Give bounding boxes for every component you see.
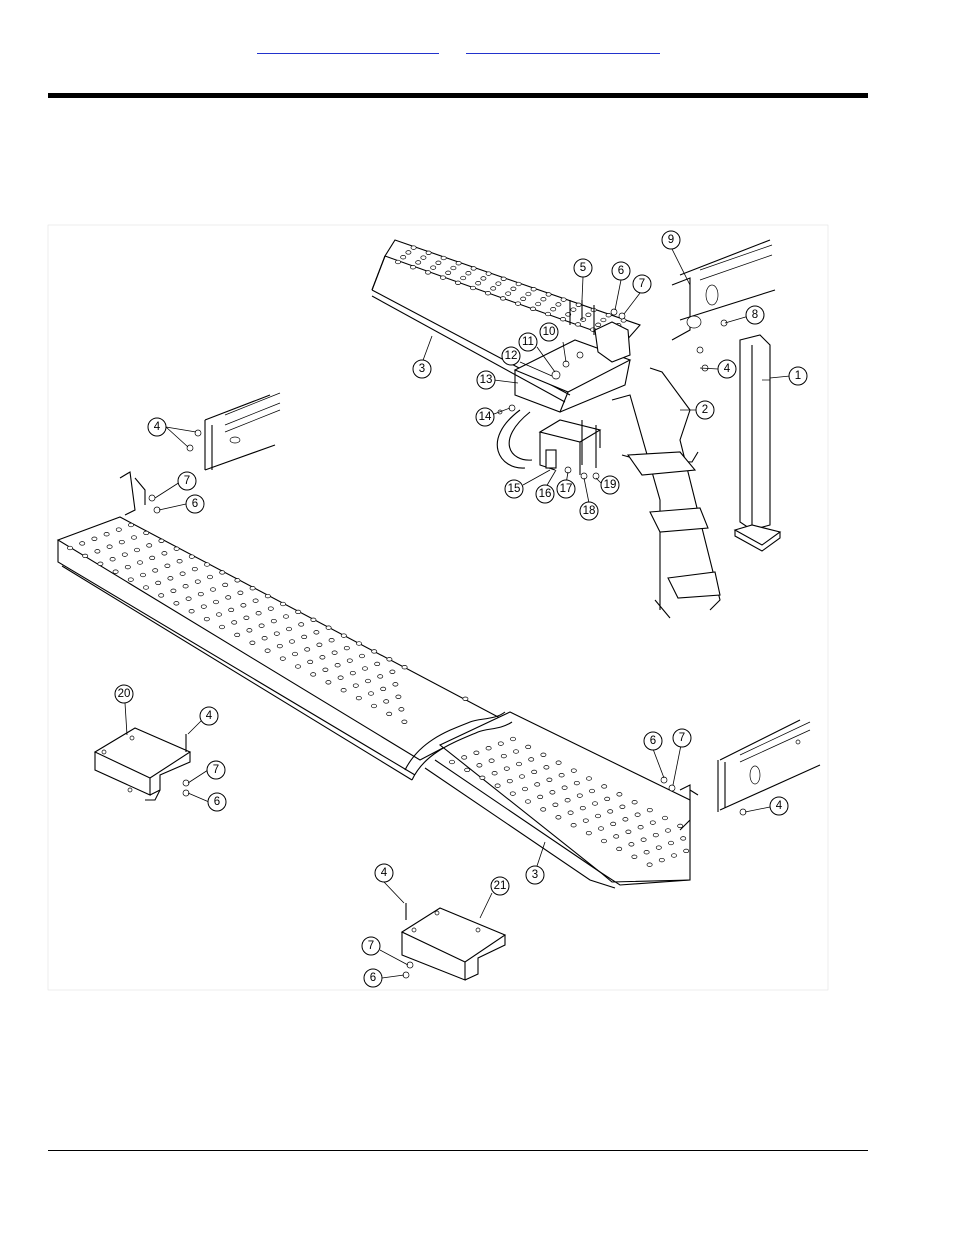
callout-4d: 4 — [770, 797, 788, 815]
svg-text:17: 17 — [560, 483, 573, 495]
svg-text:7: 7 — [639, 278, 645, 290]
svg-text:2: 2 — [702, 404, 708, 416]
svg-text:6: 6 — [650, 735, 656, 747]
svg-text:7: 7 — [184, 475, 190, 487]
callout-15: 15 — [505, 480, 523, 498]
svg-text:4: 4 — [724, 363, 731, 375]
callout-6b: 6 — [186, 495, 204, 513]
lower-step-platform — [58, 517, 690, 888]
svg-text:18: 18 — [583, 505, 596, 517]
svg-text:7: 7 — [368, 940, 374, 952]
bracket-20 — [95, 728, 190, 800]
callout-7a: 7 — [633, 275, 651, 293]
callout-14: 14 — [476, 408, 494, 426]
svg-text:15: 15 — [508, 483, 521, 495]
upper-step-platform — [372, 240, 640, 402]
callout-6d: 6 — [644, 732, 662, 750]
svg-text:4: 4 — [206, 710, 213, 722]
callout-16: 16 — [536, 485, 554, 503]
callout-20: 20 — [115, 685, 133, 703]
callout-17: 17 — [557, 480, 575, 498]
callout-18: 18 — [580, 502, 598, 520]
svg-text:20: 20 — [118, 688, 131, 700]
svg-text:8: 8 — [752, 309, 758, 321]
callout-21: 21 — [491, 877, 509, 895]
callout-4b: 4 — [148, 418, 166, 436]
svg-text:6: 6 — [370, 972, 376, 984]
svg-text:4: 4 — [776, 800, 783, 812]
right-frame-rail — [680, 720, 820, 830]
callout-4e: 4 — [375, 864, 393, 882]
callout-7d: 7 — [673, 729, 691, 747]
svg-text:19: 19 — [604, 479, 617, 491]
svg-text:10: 10 — [543, 326, 556, 338]
callout-6c: 6 — [208, 793, 226, 811]
svg-text:9: 9 — [668, 234, 674, 246]
svg-text:14: 14 — [479, 411, 492, 423]
svg-text:6: 6 — [192, 498, 198, 510]
callout-8: 8 — [746, 306, 764, 324]
svg-text:6: 6 — [214, 796, 220, 808]
svg-text:5: 5 — [580, 262, 586, 274]
callout-4c: 4 — [200, 707, 218, 725]
callout-1: 1 — [789, 367, 807, 385]
callout-11: 11 — [519, 333, 537, 351]
callout-3a: 3 — [413, 360, 431, 378]
callout-13: 13 — [477, 371, 495, 389]
callout-5: 5 — [574, 259, 592, 277]
svg-text:4: 4 — [154, 421, 161, 433]
callout-4a: 4 — [718, 360, 736, 378]
callout-7e: 7 — [362, 937, 380, 955]
svg-text:12: 12 — [505, 350, 518, 362]
footer-rule — [48, 1150, 868, 1151]
svg-text:13: 13 — [480, 374, 493, 386]
svg-text:6: 6 — [618, 265, 624, 277]
svg-text:7: 7 — [679, 732, 685, 744]
jack-stand-assembly — [672, 240, 780, 551]
callout-7c: 7 — [207, 761, 225, 779]
callout-12: 12 — [502, 347, 520, 365]
svg-text:1: 1 — [795, 370, 801, 382]
svg-text:11: 11 — [522, 336, 534, 348]
callout-6e: 6 — [364, 969, 382, 987]
callout-6a: 6 — [612, 262, 630, 280]
callout-2: 2 — [696, 401, 714, 419]
svg-text:3: 3 — [419, 363, 425, 375]
svg-text:7: 7 — [213, 764, 219, 776]
callout-3b: 3 — [526, 866, 544, 884]
svg-text:4: 4 — [381, 867, 388, 879]
svg-text:16: 16 — [539, 488, 552, 500]
callout-9: 9 — [662, 231, 680, 249]
callout-19: 19 — [601, 476, 619, 494]
bracket-21 — [402, 903, 505, 980]
svg-text:3: 3 — [532, 869, 538, 881]
callout-10: 10 — [540, 323, 558, 341]
callout-7b: 7 — [178, 472, 196, 490]
svg-text:21: 21 — [494, 880, 507, 892]
